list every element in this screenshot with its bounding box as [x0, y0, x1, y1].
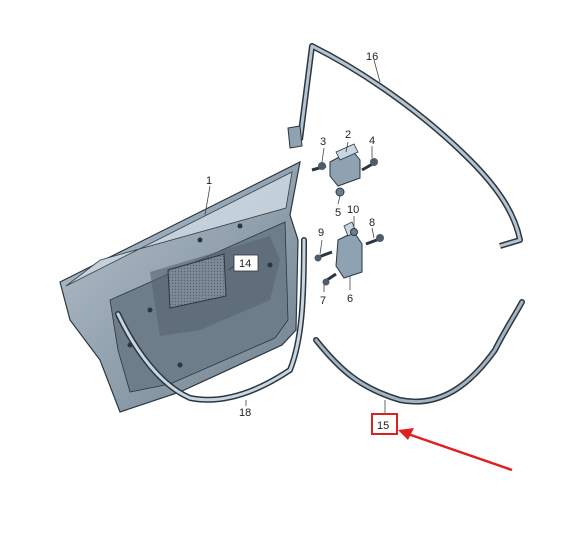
label-5: 5 [335, 207, 341, 219]
highlight-box-15 [371, 413, 398, 435]
bolt-4 [361, 158, 378, 172]
label-6: 6 [347, 293, 353, 305]
cap-10 [350, 228, 358, 236]
upper-hinge [329, 143, 361, 187]
insulation-pad [167, 253, 227, 309]
part-labels: 1 2 3 4 5 6 7 8 9 10 16 18 14 15 [206, 51, 398, 435]
bolt-9 [314, 250, 333, 262]
label-7: 7 [320, 295, 326, 307]
label-4: 4 [369, 135, 375, 147]
label-1: 1 [206, 175, 212, 187]
label-8: 8 [369, 217, 375, 229]
highlight-arrow [398, 428, 513, 472]
nut-5 [335, 187, 345, 197]
label-3: 3 [320, 136, 326, 148]
label-9: 9 [318, 227, 324, 239]
label-2: 2 [345, 129, 351, 141]
leader-lines [204, 59, 386, 414]
label-10: 10 [347, 204, 359, 216]
door-seal-part-15 [313, 299, 525, 405]
lower-hinge [335, 221, 363, 279]
window-frame-seal [287, 43, 523, 249]
lower-door-seal [115, 237, 307, 403]
label-16: 16 [366, 51, 378, 63]
bolt-3 [311, 162, 327, 172]
label-15: 15 [377, 420, 389, 432]
bolt-7 [322, 272, 337, 286]
bolt-8 [365, 234, 384, 246]
label-18: 18 [239, 407, 251, 419]
label-14: 14 [239, 258, 251, 270]
